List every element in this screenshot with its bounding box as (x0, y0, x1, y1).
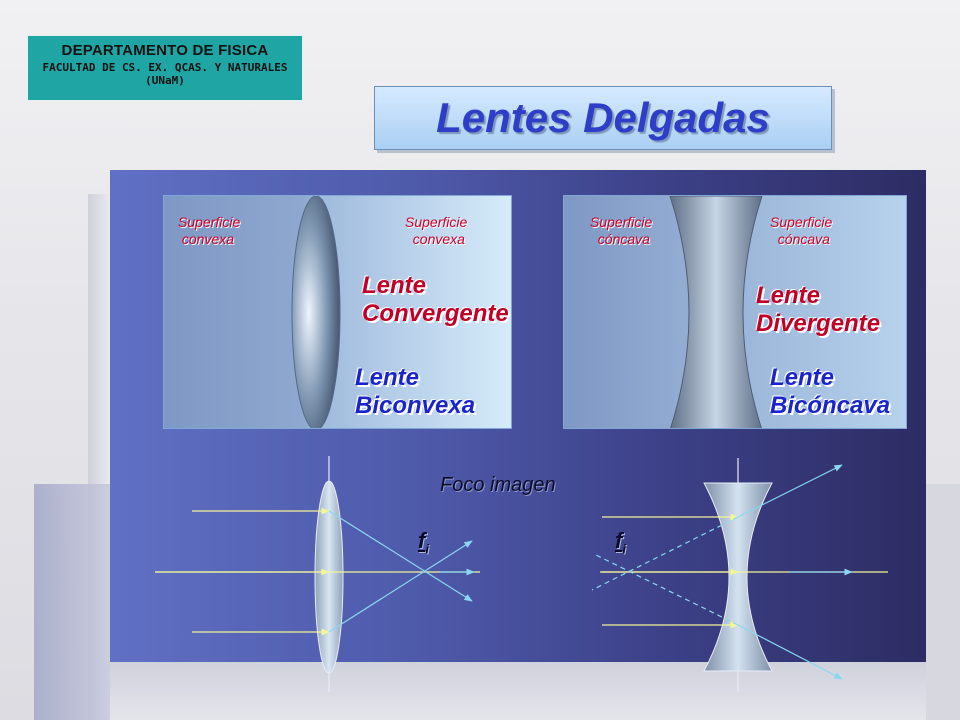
department-badge: DEPARTAMENTO DE FISICA FACULTAD DE CS. E… (26, 34, 304, 102)
convergent-lens-graphic (291, 196, 511, 428)
focus-symbol-letter: f (615, 528, 623, 553)
divergent-lens-shape (703, 482, 773, 672)
convergent-right-surface-label: Superficie convexa (405, 214, 468, 247)
divergent-lens-panel (563, 195, 907, 429)
convergent-ray-diagram (155, 456, 480, 692)
convergent-focus-symbol: fi (418, 528, 429, 556)
div-virtual-ray-top (591, 516, 739, 591)
biconvex-shape-label: Lente Biconvexa (355, 364, 476, 419)
convergent-type-label: Lente Convergente (362, 272, 509, 327)
divergent-lens-graphic (669, 196, 763, 428)
refracted-ray-bottom (328, 540, 473, 633)
faculty-name: FACULTAD DE CS. EX. QCAS. Y NATURALES (U… (42, 61, 288, 87)
focus-symbol-letter: f (418, 528, 426, 553)
title-box: Lentes Delgadas (374, 86, 832, 150)
divergent-type-label: Lente Divergente (756, 282, 881, 337)
div-refracted-ray-top (737, 464, 843, 518)
divergent-left-surface-label: Superficie cóncava (590, 214, 653, 247)
focus-symbol-subscript: i (622, 541, 626, 557)
focus-symbol-subscript: i (425, 541, 429, 557)
refracted-ray-top (328, 510, 473, 602)
focus-image-label: Foco imagen (440, 474, 556, 496)
divergent-ray-diagram (591, 458, 888, 692)
divergent-right-surface-label: Superficie cóncava (770, 214, 833, 247)
background-strip-right (926, 484, 960, 720)
department-name: DEPARTAMENTO DE FISICA (61, 42, 269, 59)
background-strip-bottom (110, 662, 926, 720)
divergent-focus-symbol: fi (615, 528, 626, 556)
div-virtual-ray-bottom (593, 553, 739, 626)
div-refracted-ray-bottom (737, 624, 843, 680)
convergent-lens-panel (163, 195, 512, 429)
biconcave-shape-label: Lente Bicóncava (770, 364, 891, 419)
background-strip-left-2 (34, 484, 110, 720)
page-title: Lentes Delgadas (436, 94, 770, 141)
convergent-left-surface-label: Superficie convexa (178, 214, 241, 247)
convergent-lens-shape (314, 480, 344, 674)
